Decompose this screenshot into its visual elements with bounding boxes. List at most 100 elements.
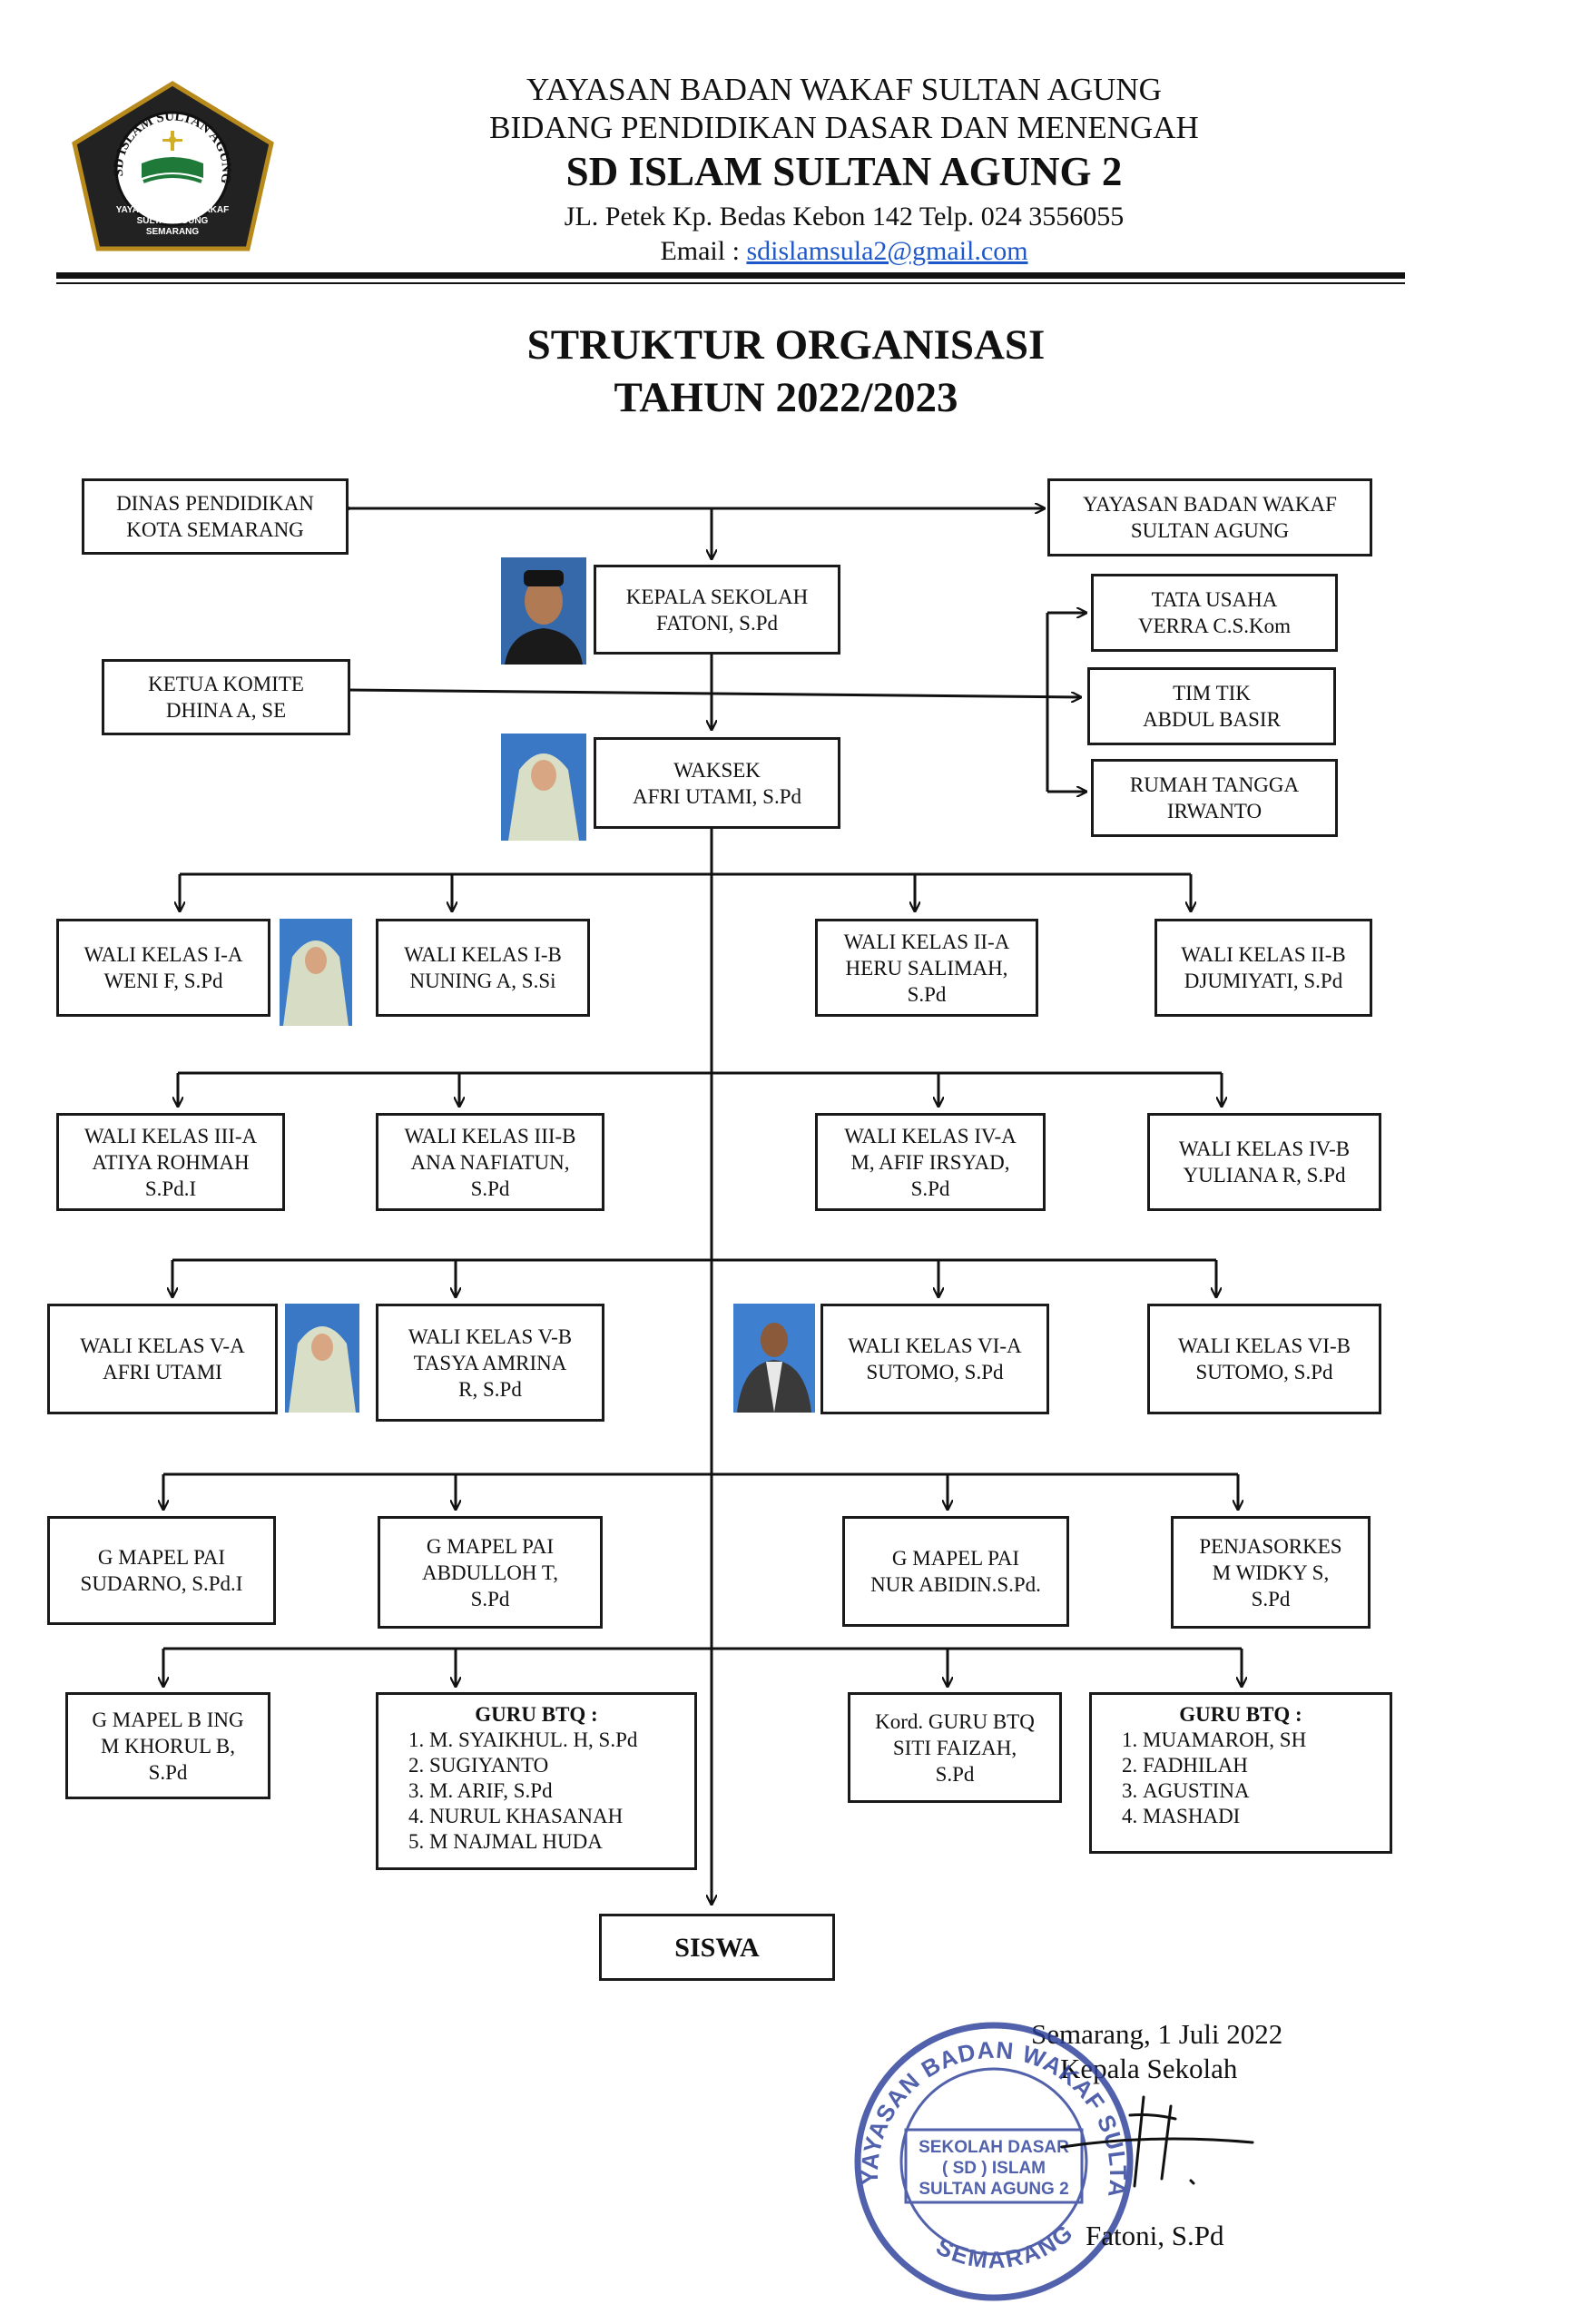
box-guru-pai-1: G MAPEL PAI SUDARNO, S.Pd.I xyxy=(47,1516,276,1625)
header-divider-thick xyxy=(56,272,1405,279)
box-degree: R, S.Pd xyxy=(458,1377,522,1401)
list-item: M. SYAIKHUL. H, S.Pd xyxy=(429,1728,683,1753)
svg-text:SEKOLAH DASAR: SEKOLAH DASAR xyxy=(919,2138,1069,2157)
box-title: Kord. GURU BTQ xyxy=(875,1709,1035,1733)
header-divider-thin xyxy=(56,282,1405,284)
box-title: TIM TIK xyxy=(1173,682,1251,704)
box-name: YULIANA R, S.Pd xyxy=(1183,1164,1346,1187)
box-title: WALI KELAS V-B xyxy=(408,1324,573,1348)
svg-text:YAYASAN BADAN WAKAF: YAYASAN BADAN WAKAF xyxy=(116,205,229,215)
box-title: WAKSEK xyxy=(673,758,761,782)
box-name: M KHORUL B, xyxy=(100,1734,236,1758)
box-guru-btq-1: GURU BTQ : M. SYAIKHUL. H, S.Pd SUGIYANT… xyxy=(376,1692,697,1870)
list-item: M NAJMAL HUDA xyxy=(429,1829,683,1855)
box-degree: S.Pd xyxy=(907,982,947,1006)
box-title: WALI KELAS I-A xyxy=(84,943,243,966)
svg-text:( SD ) ISLAM: ( SD ) ISLAM xyxy=(942,2159,1046,2178)
header-address: JL. Petek Kp. Bedas Kebon 142 Telp. 024 … xyxy=(564,202,1125,231)
box-title: WALI KELAS IV-A xyxy=(844,1124,1017,1147)
box-title: WALI KELAS V-A xyxy=(80,1334,245,1357)
box-penjasorkes: PENJASORKES M WIDKY S, S.Pd xyxy=(1171,1516,1371,1629)
box-name: AFRI UTAMI, S.Pd xyxy=(632,784,802,808)
box-name: VERRA C.S.Kom xyxy=(1137,615,1292,637)
box-name: KOTA SEMARANG xyxy=(126,518,304,541)
header-school-name: SD ISLAM SULTAN AGUNG 2 xyxy=(565,149,1123,194)
box-waksek: WAKSEK AFRI UTAMI, S.Pd xyxy=(594,737,840,829)
box-yayasan: YAYASAN BADAN WAKAF SULTAN AGUNG xyxy=(1047,478,1372,556)
box-wali-kelas-4b: WALI KELAS IV-B YULIANA R, S.Pd xyxy=(1147,1113,1381,1211)
box-name: ANA NAFIATUN, xyxy=(410,1150,570,1174)
wali-kelas-6a-photo xyxy=(733,1304,815,1413)
header-division-name: BIDANG PENDIDIKAN DASAR DAN MENENGAH xyxy=(489,110,1199,145)
box-title: TATA USAHA xyxy=(1151,588,1278,611)
list-item: NURUL KHASANAH xyxy=(429,1804,683,1829)
box-title: WALI KELAS II-B xyxy=(1181,943,1346,966)
email-link[interactable]: sdislamsula2@gmail.com xyxy=(746,236,1028,266)
box-name: ABDULLOH T, xyxy=(422,1561,558,1584)
box-name: SUDARNO, S.Pd.I xyxy=(80,1572,243,1595)
box-wali-kelas-3b: WALI KELAS III-B ANA NAFIATUN, S.Pd xyxy=(376,1113,604,1211)
box-rumah-tangga: RUMAH TANGGA IRWANTO xyxy=(1091,759,1338,837)
box-name: M, AFIF IRSYAD, xyxy=(850,1150,1010,1174)
list-item: AGUSTINA xyxy=(1143,1778,1379,1804)
box-degree: S.Pd.I xyxy=(144,1177,197,1200)
school-logo: SD ISLAM SULTAN AGUNG 2 YAYASAN BADAN WA… xyxy=(71,80,274,251)
box-title: WALI KELAS I-B xyxy=(404,943,562,966)
header-foundation-name: YAYASAN BADAN WAKAF SULTAN AGUNG xyxy=(526,72,1162,107)
wali-kelas-5a-photo xyxy=(285,1304,359,1413)
box-kepala-sekolah: KEPALA SEKOLAH FATONI, S.Pd xyxy=(594,565,840,655)
waksek-photo xyxy=(501,734,586,841)
box-title: DINAS PENDIDIKAN xyxy=(116,492,314,515)
box-title: WALI KELAS VI-A xyxy=(848,1334,1022,1357)
handwritten-signature xyxy=(1060,2095,1254,2188)
box-title: G MAPEL PAI xyxy=(426,1534,555,1558)
box-title: G MAPEL PAI xyxy=(891,1547,1020,1570)
box-name: ATIYA ROHMAH xyxy=(92,1150,250,1174)
box-name: HERU SALIMAH, xyxy=(845,956,1008,980)
box-name: NUNING A, S.Si xyxy=(409,970,556,992)
box-name: NUR ABIDIN.S.Pd. xyxy=(870,1573,1041,1596)
box-name: WENI F, S.Pd xyxy=(103,970,223,992)
box-title: WALI KELAS IV-B xyxy=(1178,1137,1351,1160)
box-wali-kelas-4a: WALI KELAS IV-A M, AFIF IRSYAD, S.Pd xyxy=(815,1113,1046,1211)
svg-text:SULTAN AGUNG 2: SULTAN AGUNG 2 xyxy=(919,2180,1068,2199)
box-name: SUTOMO, S.Pd xyxy=(1195,1361,1333,1384)
box-name: DHINA A, SE xyxy=(165,699,287,722)
box-wali-kelas-6a: WALI KELAS VI-A SUTOMO, S.Pd xyxy=(820,1304,1049,1414)
svg-text:SEMARANG: SEMARANG xyxy=(932,2218,1079,2273)
box-koordinator-guru-btq: Kord. GURU BTQ SITI FAIZAH, S.Pd xyxy=(848,1692,1062,1803)
signature-name: Fatoni, S.Pd xyxy=(1086,2220,1224,2251)
btq-list-title: GURU BTQ : xyxy=(475,1703,598,1726)
box-degree: S.Pd xyxy=(1251,1587,1291,1610)
box-siswa: SISWA xyxy=(599,1914,835,1981)
box-guru-pai-3: G MAPEL PAI NUR ABIDIN.S.Pd. xyxy=(842,1516,1069,1627)
kepala-sekolah-photo xyxy=(501,557,586,665)
list-item: FADHILAH xyxy=(1143,1753,1379,1778)
box-title: WALI KELAS II-A xyxy=(843,930,1010,953)
box-degree: S.Pd xyxy=(935,1762,975,1786)
box-wali-kelas-5a: WALI KELAS V-A AFRI UTAMI xyxy=(47,1304,278,1414)
box-wali-kelas-3a: WALI KELAS III-A ATIYA ROHMAH S.Pd.I xyxy=(56,1113,285,1211)
box-title: G MAPEL PAI xyxy=(97,1546,226,1569)
signature-place-date: Semarang, 1 Juli 2022 xyxy=(1031,2018,1283,2050)
box-wali-kelas-5b: WALI KELAS V-B TASYA AMRINA R, S.Pd xyxy=(376,1304,604,1422)
box-wali-kelas-2b: WALI KELAS II-B DJUMIYATI, S.Pd xyxy=(1154,919,1372,1017)
box-title: KETUA KOMITE xyxy=(148,673,304,695)
btq-list-title: GURU BTQ : xyxy=(1179,1703,1302,1726)
box-title: KEPALA SEKOLAH xyxy=(625,585,809,608)
list-item: MASHADI xyxy=(1143,1804,1379,1829)
box-wali-kelas-2a: WALI KELAS II-A HERU SALIMAH, S.Pd xyxy=(815,919,1038,1017)
box-guru-pai-2: G MAPEL PAI ABDULLOH T, S.Pd xyxy=(378,1516,603,1629)
box-name: SITI FAIZAH, xyxy=(892,1736,1017,1759)
box-name: FATONI, S.Pd xyxy=(656,611,778,635)
box-title: YAYASAN BADAN WAKAF xyxy=(1083,493,1337,516)
box-title: G MAPEL B ING xyxy=(92,1708,244,1731)
email-label: Email : xyxy=(660,236,747,266)
box-dinas-pendidikan: DINAS PENDIDIKAN KOTA SEMARANG xyxy=(82,478,349,555)
school-stamp: YAYASAN BADAN WAKAF SULTAN AGUNG SEMARAN… xyxy=(844,2012,1134,2301)
btq-list: M. SYAIKHUL. H, S.Pd SUGIYANTO M. ARIF, … xyxy=(389,1728,683,1855)
wali-kelas-1a-photo xyxy=(280,919,352,1026)
box-degree: S.Pd xyxy=(910,1177,950,1200)
box-name: IRWANTO xyxy=(1166,800,1263,822)
box-name: AFRI UTAMI xyxy=(103,1361,222,1384)
